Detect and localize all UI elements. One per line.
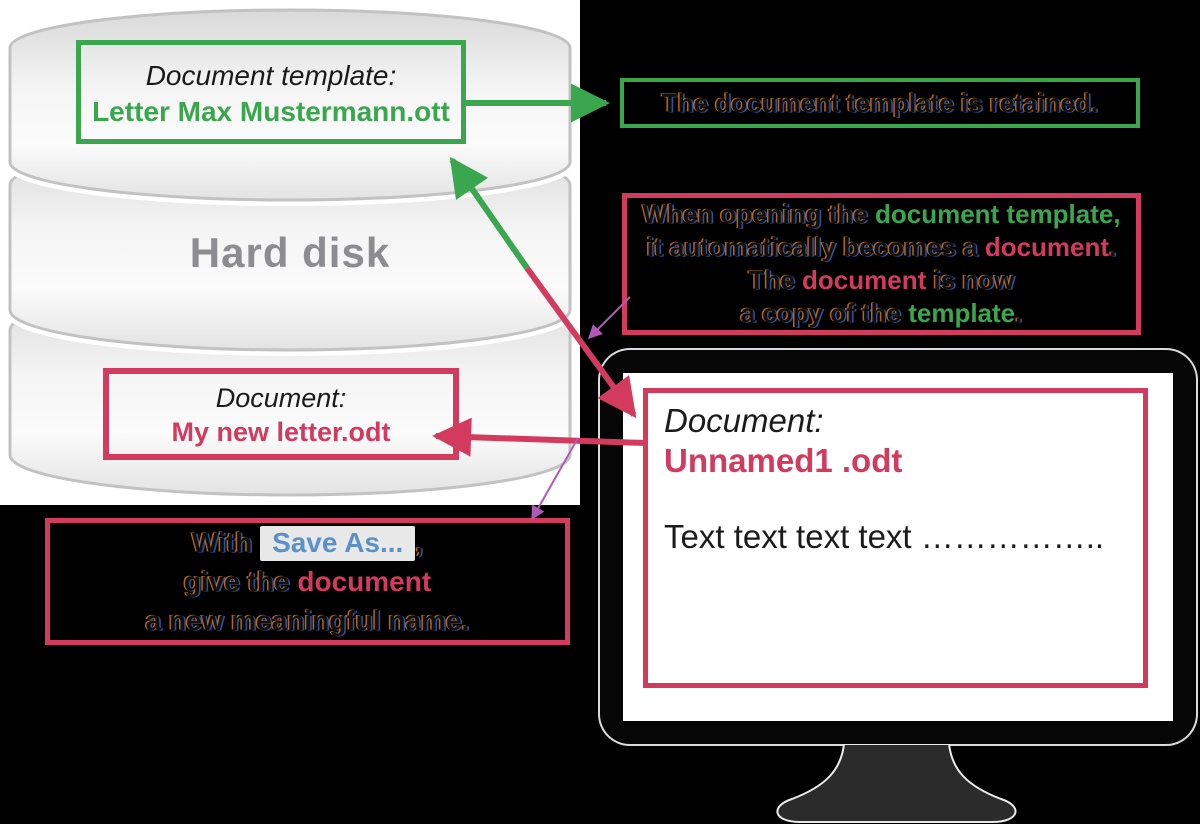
callout-saveas-line2: give the document bbox=[183, 566, 432, 597]
disk-document-title: Document: bbox=[215, 383, 347, 413]
callout-opening-line4: a copy of the template. bbox=[740, 298, 1023, 328]
callout-retained-text: The document template is retained. bbox=[661, 88, 1099, 118]
monitor-stand-icon bbox=[776, 744, 1017, 823]
hard-disk-background: Hard disk Document template: Letter Max … bbox=[0, 0, 580, 505]
monitor-stand bbox=[776, 744, 1017, 823]
callout-opening-line3: The document is now bbox=[748, 265, 1015, 295]
callout-when-opening: When opening the document template, it a… bbox=[622, 193, 1141, 335]
disk-platter-top bbox=[8, 8, 572, 202]
screen-document-box: Document: Unnamed1 .odt Text text text t… bbox=[643, 388, 1148, 688]
document-template-box: Document template: Letter Max Mustermann… bbox=[76, 40, 466, 144]
disk-document-box: Document: My new letter.odt bbox=[103, 368, 459, 460]
hard-disk-label: Hard disk bbox=[189, 229, 391, 276]
template-box-filename: Letter Max Mustermann.ott bbox=[92, 96, 450, 127]
callout-opening-line2: it automatically becomes a document. bbox=[646, 232, 1117, 262]
callout-save-as: With Save As..., give the document a new… bbox=[45, 518, 570, 645]
callout-opening-line1: When opening the document template, bbox=[642, 199, 1121, 229]
screen-document-filename: Unnamed1 .odt bbox=[664, 442, 903, 479]
monitor-icon: Document: Unnamed1 .odt Text text text t… bbox=[600, 350, 1196, 744]
callout-saveas-line1: With Save As..., bbox=[50, 523, 565, 562]
hard-disk-icon bbox=[3, 4, 576, 501]
monitor-screen: Document: Unnamed1 .odt Text text text t… bbox=[623, 373, 1173, 721]
screen-document-title: Document: bbox=[664, 402, 824, 439]
template-box-title: Document template: bbox=[145, 60, 397, 91]
callout-saveas-line3: a new meaningful name. bbox=[145, 605, 470, 636]
screen-document-body: Text text text text …………….. bbox=[664, 518, 1105, 555]
callout-template-retained: The document template is retained. bbox=[620, 78, 1140, 128]
disk-document-filename: My new letter.odt bbox=[171, 417, 391, 447]
save-as-menu-chip: Save As... bbox=[260, 526, 416, 561]
